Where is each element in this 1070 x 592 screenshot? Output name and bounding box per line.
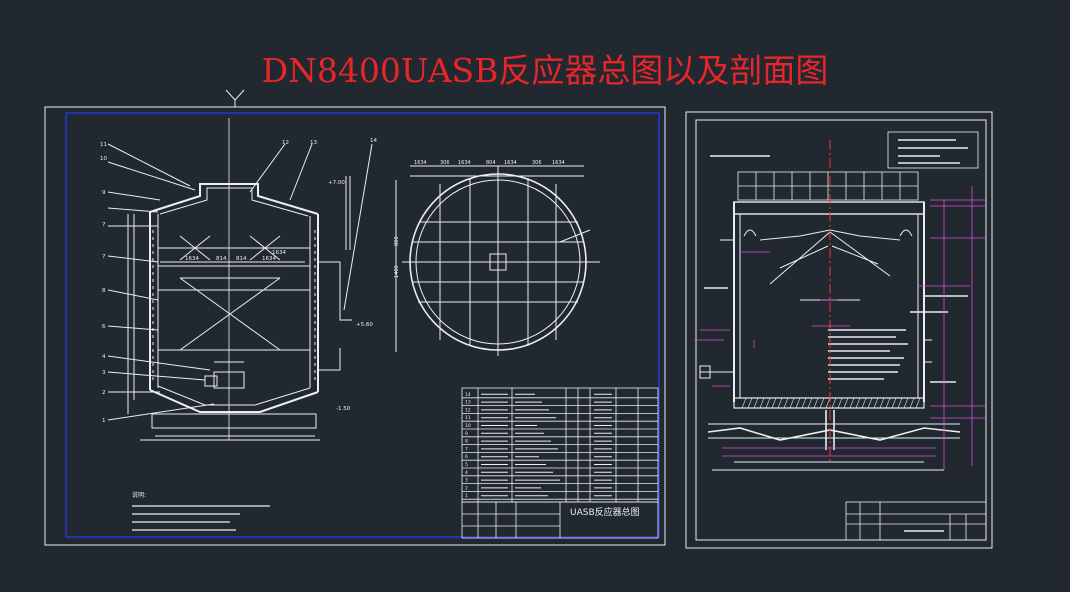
part-label: 4 <box>102 354 106 360</box>
table-row-number: 11 <box>465 415 471 421</box>
dimension-label: 306 <box>440 160 450 166</box>
part-label: 1 <box>102 418 106 424</box>
title-block-name: UASB反应器总图 <box>570 506 640 518</box>
sheet-pointer-icon <box>225 89 245 107</box>
right-dimensions <box>694 186 986 470</box>
parts-table <box>461 387 659 539</box>
dimension-label: 814 <box>236 256 247 262</box>
part-label: 7 <box>102 222 106 228</box>
table-row-number: 4 <box>465 470 468 476</box>
dimension-label: 1634 <box>414 160 427 166</box>
elevation-mark: +5.60 <box>356 322 373 328</box>
part-label: 14 <box>370 138 377 144</box>
part-label: 8 <box>102 288 106 294</box>
table-row-number: 1 <box>465 493 468 499</box>
dimension-label: 1634 <box>185 256 199 262</box>
elevation-view <box>107 118 373 441</box>
elevation-mark: +7.00 <box>328 180 345 186</box>
right-sheet[interactable] <box>685 111 993 549</box>
part-label: 10 <box>100 156 107 162</box>
table-row-number: 8 <box>465 439 468 445</box>
table-row-number: 6 <box>465 454 468 460</box>
drawing-title: DN8400UASB反应器总图以及剖面图 <box>261 51 829 90</box>
dimension-label: 804 <box>486 160 496 166</box>
dimension-label: 306 <box>532 160 542 166</box>
right-top-grid <box>737 171 919 201</box>
elevation-labels: 11 10 9 7 7 8 6 4 3 2 1 12 13 14 +7.00 +… <box>100 138 377 424</box>
part-label: 9 <box>102 190 106 196</box>
left-sheet[interactable]: 11 10 9 7 7 8 6 4 3 2 1 12 13 14 +7.00 +… <box>44 106 666 546</box>
dimension-label: 1634 <box>262 256 276 262</box>
notes-block: 说明: <box>132 491 270 531</box>
right-notes-top <box>710 131 979 169</box>
table-row-number: 10 <box>465 423 471 429</box>
notes-heading: 说明: <box>132 491 146 499</box>
part-label: 13 <box>310 140 317 146</box>
dimension-label: 1634 <box>272 250 286 256</box>
right-title-block <box>845 501 987 541</box>
right-section-body <box>699 201 968 471</box>
part-label: 7 <box>102 254 106 260</box>
plan-view <box>395 165 600 356</box>
table-row-number: 13 <box>465 400 471 406</box>
dimension-label: 814 <box>216 256 227 262</box>
part-label: 3 <box>102 370 106 376</box>
table-row-number: 5 <box>465 462 468 468</box>
part-label: 11 <box>100 142 107 148</box>
dimension-label: 1634 <box>552 160 565 166</box>
part-label: 12 <box>282 140 289 146</box>
table-row-number: 9 <box>465 431 468 437</box>
dimension-label: 1400 <box>394 265 400 278</box>
plan-labels: 1634 306 1634 804 1634 306 1634 800 1400 <box>394 160 565 278</box>
table-row-number: 12 <box>465 407 471 413</box>
part-label: 6 <box>102 324 106 330</box>
dimension-label: 800 <box>394 236 400 246</box>
table-row-number: 3 <box>465 478 468 484</box>
table-row-number: 7 <box>465 446 468 452</box>
part-label: 2 <box>102 390 106 396</box>
elevation-mark: -1.50 <box>336 406 351 412</box>
dimension-label: 1634 <box>504 160 517 166</box>
dimension-label: 1634 <box>458 160 471 166</box>
table-row-number: 14 <box>465 392 471 398</box>
table-row-number: 2 <box>465 485 468 491</box>
